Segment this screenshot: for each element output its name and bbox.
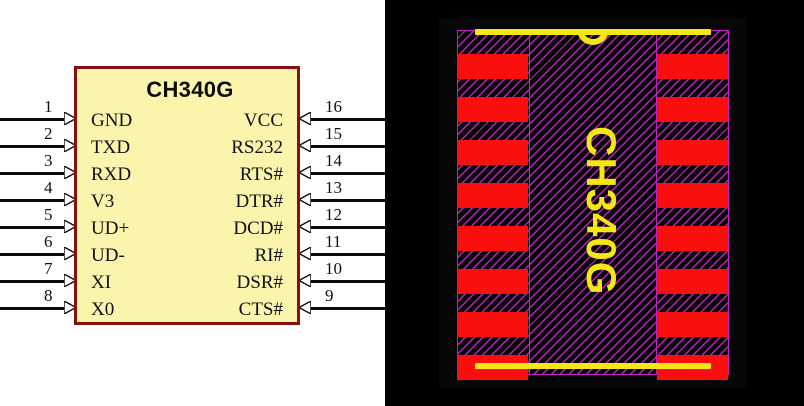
pin-label-x0: X0 [91,299,115,320]
silkscreen-bottom-line [475,363,711,369]
pin-arrow-left-6 [64,247,77,260]
pin-number-9: 9 [325,286,334,305]
courtyard-divider-left [529,31,530,374]
pin-wire-right-15 [308,145,385,148]
pcb-pad-left-2 [457,97,528,122]
pcb-pad-left-1 [457,54,528,79]
pin-wire-right-14 [308,172,385,175]
pcb-pad-right-5 [657,226,728,251]
courtyard-divider-right [656,31,657,374]
pin-wire-left-7 [0,280,66,283]
pin-arrow-left-5 [64,220,77,233]
pcb-pad-left-4 [457,183,528,208]
pcb-pad-right-3 [657,140,728,165]
pcb-pad-right-7 [657,312,728,337]
pin-wire-right-11 [308,253,385,256]
pin-arrow-right-13 [298,193,311,206]
pin-label-rxd: RXD [91,164,132,185]
pin-number-12: 12 [325,205,342,224]
pin-label-ud: UD- [91,245,125,266]
pin-arrow-right-12 [298,220,311,233]
pcb-pad-right-6 [657,269,728,294]
pin-label-xi: XI [91,272,112,293]
pin-number-15: 15 [325,124,342,143]
pin-number-1: 1 [44,97,53,116]
pin-number-16: 16 [325,97,342,116]
pin-wire-left-8 [0,307,66,310]
pcb-pad-right-4 [657,183,728,208]
pin-number-6: 6 [44,232,53,251]
pin-label-ri: RI# [254,245,284,266]
pin-wire-right-16 [308,118,385,121]
pcb-pad-left-7 [457,312,528,337]
pin-label-dsr: DSR# [236,272,283,293]
symbol-part-name: CH340G [146,77,234,102]
pin-label-gnd: GND [91,110,133,131]
pcb-silkscreen-label: CH340G [578,126,625,296]
pin-arrow-right-15 [298,139,311,152]
pin-wire-right-9 [308,307,385,310]
pin-arrow-right-10 [298,274,311,287]
pin-number-7: 7 [44,259,53,278]
pin-label-cts: CTS# [238,299,283,320]
pin-wire-left-3 [0,172,66,175]
pin-label-dcd: DCD# [233,218,283,239]
pin-wire-left-5 [0,226,66,229]
pin-number-3: 3 [44,151,53,170]
pin-label-ud: UD+ [91,218,130,239]
pin-wire-right-12 [308,226,385,229]
pin-arrow-left-8 [64,301,77,314]
pin-arrow-left-3 [64,166,77,179]
pcb-canvas: CH340G [439,18,746,388]
pin-number-4: 4 [44,178,53,197]
pcb-pad-left-6 [457,269,528,294]
pin-arrow-left-7 [64,274,77,287]
pin-number-8: 8 [44,286,53,305]
pin-label-dtr: DTR# [235,191,284,212]
pin-number-11: 11 [325,232,342,251]
pcb-pad-left-3 [457,140,528,165]
pin-label-rts: RTS# [239,164,283,185]
pcb-footprint-panel: CH340G [385,0,804,406]
pin-arrow-left-2 [64,139,77,152]
pin-arrow-left-4 [64,193,77,206]
pin-wire-right-10 [308,280,385,283]
pin1-notch-icon [577,29,609,45]
pin-label-rs232: RS232 [231,137,283,158]
pcb-pad-right-2 [657,97,728,122]
pin-wire-right-13 [308,199,385,202]
pcb-pad-right-1 [657,54,728,79]
pin-wire-left-2 [0,145,66,148]
pin-arrow-right-11 [298,247,311,260]
pin-number-14: 14 [325,151,342,170]
pin-label-txd: TXD [91,137,131,158]
pin-label-v3: V3 [91,191,115,212]
pin-number-2: 2 [44,124,53,143]
pin-number-13: 13 [325,178,342,197]
pin-arrow-right-9 [298,301,311,314]
pin-arrow-right-14 [298,166,311,179]
pin-number-10: 10 [325,259,342,278]
pin-wire-left-6 [0,253,66,256]
pin-number-5: 5 [44,205,53,224]
pin-arrow-right-16 [298,112,311,125]
pin-arrow-left-1 [64,112,77,125]
pin-wire-left-1 [0,118,66,121]
pin-label-vcc: VCC [243,110,283,131]
pin-wire-left-4 [0,199,66,202]
pcb-pad-left-5 [457,226,528,251]
